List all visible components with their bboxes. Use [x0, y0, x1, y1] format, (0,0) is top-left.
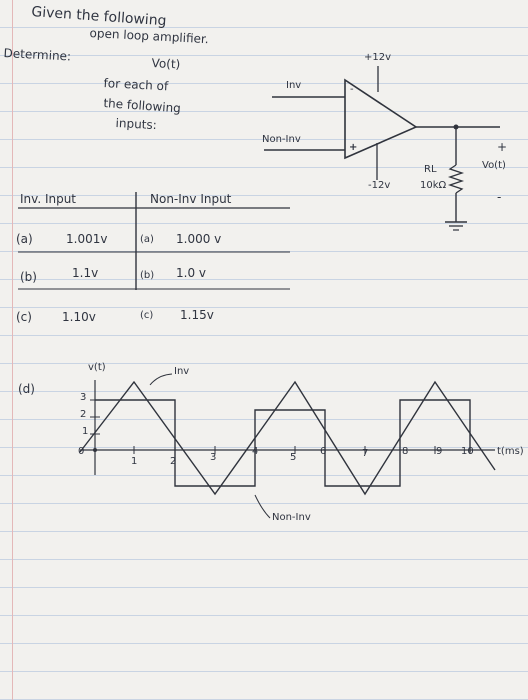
- row-b-noninv-value: 1.0 v: [176, 266, 206, 280]
- margin-line: [12, 0, 13, 700]
- y-tick-0: 0: [78, 446, 85, 457]
- row-c-letter: (c): [16, 310, 32, 324]
- graph-x-axis-label: t(ms): [497, 446, 524, 457]
- output-minus-sign: -: [497, 190, 502, 204]
- row-a-letter: (a): [16, 232, 33, 246]
- row-b-letter: (b): [20, 270, 37, 284]
- table-header-inv: Inv. Input: [20, 192, 77, 206]
- x-tick-7: 7: [362, 448, 369, 459]
- row-c-noninv-value: 1.15v: [180, 308, 214, 322]
- y-tick-1: 1: [82, 426, 89, 437]
- inv-input-label: Inv: [286, 80, 302, 91]
- y-tick-3: 3: [80, 392, 87, 403]
- inv-label-pointer: [149, 373, 173, 386]
- output-voltage-label: Vo(t): [482, 160, 506, 171]
- graph-y-axis-label: v(t): [88, 362, 106, 373]
- noninv-label-pointer: [254, 494, 271, 519]
- x-tick-3: 3: [210, 452, 217, 463]
- row-c-inv-value: 1.10v: [62, 310, 96, 324]
- row-a-inv-value: 1.001v: [66, 232, 108, 246]
- noninv-input-label: Non-Inv: [262, 134, 301, 145]
- table-header-noninv: Non-Inv Input: [150, 192, 232, 206]
- y-tick-2: 2: [80, 409, 87, 420]
- negative-supply-label: -12v: [368, 180, 391, 191]
- x-tick-1: 1: [131, 456, 138, 467]
- x-tick-2: 2: [170, 456, 177, 467]
- positive-supply-label: +12v: [364, 52, 392, 63]
- opamp-triangle: [344, 78, 418, 160]
- inv-square-wave: [95, 399, 471, 487]
- graph-inv-label: Inv: [174, 366, 190, 377]
- x-tick-9: 9: [436, 446, 443, 457]
- row-b-letter2: (b): [140, 270, 155, 281]
- output-plus-sign: +: [497, 140, 508, 154]
- noninv-triangle-wave: [79, 380, 496, 496]
- row-b-inv-value: 1.1v: [72, 266, 99, 280]
- opamp-minus-sign: -: [350, 84, 354, 95]
- x-tick-4: 4: [252, 446, 259, 457]
- load-resistor: [447, 164, 465, 194]
- graph-noninv-label: Non-Inv: [272, 512, 311, 523]
- row-c-letter2: (c): [140, 310, 154, 321]
- x-tick-8: 8: [402, 446, 409, 457]
- load-resistor-label: RL: [424, 164, 437, 175]
- graph-part-label: (d): [18, 382, 35, 396]
- row-a-letter2: (a): [140, 234, 154, 245]
- load-resistor-value: 10kΩ: [420, 180, 447, 191]
- row-a-noninv-value: 1.000 v: [176, 232, 222, 246]
- x-tick-5: 5: [290, 452, 297, 463]
- opamp-plus-sign: +: [349, 142, 358, 153]
- x-tick-6: 6: [320, 446, 327, 457]
- x-tick-10: 10: [461, 446, 474, 457]
